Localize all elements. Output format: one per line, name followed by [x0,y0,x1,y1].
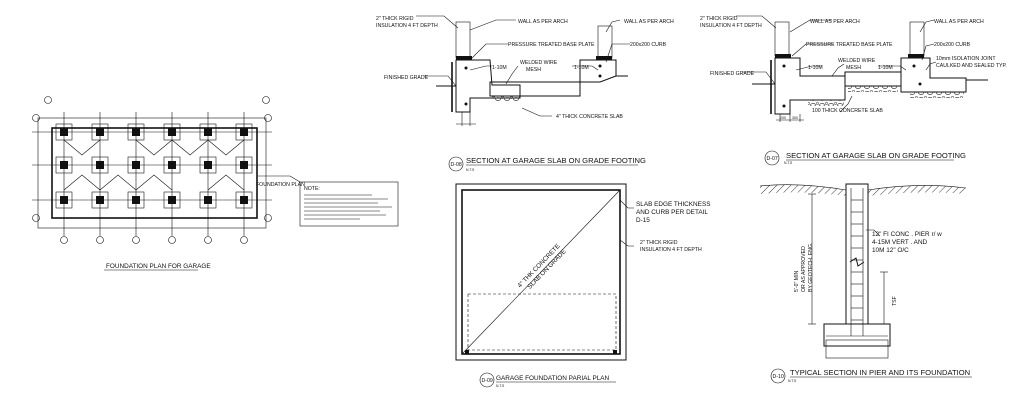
d08-badge [448,156,464,172]
d10-badge [770,368,786,384]
pier-section-d10: 5'-0" MIN OR AS APPROVED BY GEOTECH. ENG… [759,183,972,384]
d10-footing-label: TSF [892,296,898,306]
pier-markers [55,123,253,209]
d07-rebar-right-label: 1-10M [878,65,893,71]
plan-title: FOUNDATION PLAN FOR GARAGE [106,263,211,270]
d08-badge-text: D-08 [451,162,462,168]
d07-mesh-label-2: MESH [846,65,861,71]
partial-plan-d09: 4" THK CONCRETE SLAB ON GRADE SLAB EDGE … [455,183,710,388]
section-d08: 2" THICK RIGID INSULATION 4 FT DEPTH WAL… [376,15,674,172]
d08-rebar-left-label: 1-10M [492,65,507,71]
d07-rebar-left-label: 1-10M [808,65,823,71]
d08-base-plate-label: PRESSURE TREATED BASE PLATE [508,42,595,48]
d09-badge-text: D-09 [482,378,493,384]
plan-note-box: NOTE: [299,181,399,227]
d08-mesh-label-1: WELDED WIRE [520,60,558,66]
d10-depth-label-2: OR AS APPROVED [801,246,807,292]
d08-mesh-label-2: MESH [526,67,541,73]
d10-depth-label-1: 5'-0" MIN [794,270,800,292]
d09-insulation-note-1: 2" THICK RIGID [640,240,678,246]
d10-title: TYPICAL SECTION IN PIER AND ITS FOUNDATI… [790,368,970,377]
d07-dim-2: 300 [792,116,798,120]
d07-joint-label-1: 10mm ISOLATION JOINT [936,56,996,62]
d09-insulation-note-2: INSULATION 4 FT DEPTH [640,247,702,253]
plan-inner-note: FOUNDATION PLAN [256,182,305,188]
d09-scale: N.T.S [496,384,505,388]
d09-title: GARAGE FOUNDATION PARIAL PLAN [496,375,610,382]
d08-wall-right-label: WALL AS PER ARCH [624,19,674,25]
d08-slab-label: 4" THICK CONCRETE SLAB [556,114,623,120]
d10-pier-note-2: 4-15M VERT . AND [872,239,928,246]
d08-insulation-label-2: INSULATION 4 FT DEPTH [376,23,438,29]
d07-dim-1: 200 [780,116,786,120]
d08-wall-left-label: WALL AS PER ARCH [518,19,568,25]
d10-scale: N.T.S [788,379,797,383]
d07-joint-label-2: CAULKED AND SEALED TYP. [936,63,1007,69]
d07-insulation-label-1: 2" THICK RIGID [700,16,738,22]
plan-note-heading: NOTE: [304,186,320,192]
d10-pier-note-3: 10M 12" O/C [872,247,909,254]
d07-wall-left-label: WALL AS PER ARCH [810,19,860,25]
d08-title: SECTION AT GARAGE SLAB ON GRADE FOOTING [466,156,646,165]
d09-edge-note-3: D-15 [636,217,650,224]
section-d07: 2" THICK RIGID INSULATION 4 FT DEPTH WAL… [700,15,1007,166]
d07-base-plate-label: PRESSURE TREATED BASE PLATE [806,42,893,48]
foundation-plan: FOUNDATION PLAN NOTE: FOUNDATION PLAN FO… [32,96,399,271]
d08-scale: N.T.S [466,168,475,172]
d09-badge [479,372,495,388]
d07-slab-label: 100 THICK CONCRETE SLAB [812,108,883,114]
d09-edge-note-2: AND CURB PER DETAIL [636,209,708,216]
d07-mesh-label-1: WELDED WIRE [838,58,876,64]
d07-badge [764,150,780,166]
d07-title: SECTION AT GARAGE SLAB ON GRADE FOOTING [786,151,966,160]
d07-wall-right-label: WALL AS PER ARCH [934,19,984,25]
d08-curb-label: 200x200 CURB [630,42,667,48]
d07-grade-label: FINISHED GRADE [710,71,755,77]
d07-insulation-label-2: INSULATION 4 FT DEPTH [700,23,762,29]
d07-scale: N.T.S [784,161,793,165]
d10-pier-note-1: 12" FI CONC . PIER r/ w [872,231,942,238]
d10-depth-label-3: BY GEOTECH. ENG. [808,243,814,292]
d10-badge-text: D-10 [773,374,784,380]
d09-edge-note-1: SLAB EDGE THICKNESS [636,201,710,208]
d08-insulation-label-1: 2" THICK RIGID [376,16,414,22]
d08-grade-label: FINISHED GRADE [384,75,429,81]
d07-badge-text: D-07 [767,156,778,162]
d08-rebar-right-label: 1-10M [574,65,589,71]
d07-curb-label: 200x200 CURB [934,42,971,48]
